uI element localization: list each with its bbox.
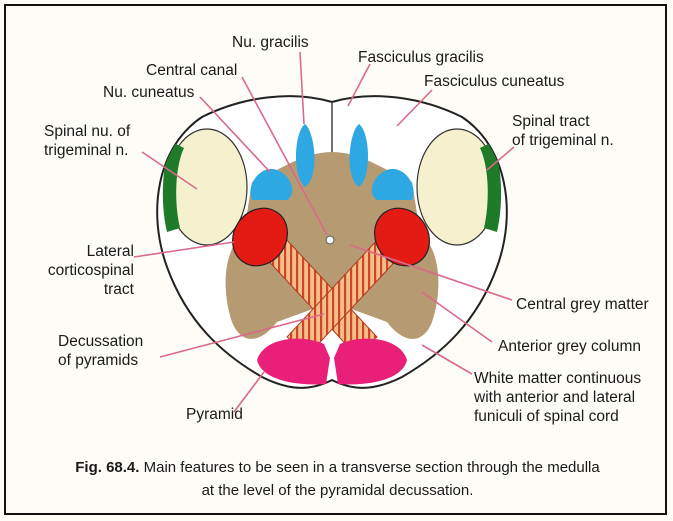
central-canal xyxy=(326,236,334,244)
label-central-grey-matter: Central grey matter xyxy=(516,295,649,314)
label-decussation-of-pyramids: Decussation of pyramids xyxy=(58,332,143,370)
label-lateral-corticospinal-tract: Lateral corticospinal tract xyxy=(46,242,134,299)
figure-caption: Fig. 68.4. Main features to be seen in a… xyxy=(6,456,669,502)
figure-frame: Nu. gracilis Fasciculus gracilis Central… xyxy=(4,4,667,515)
label-lateral-cst-line3: tract xyxy=(46,280,134,299)
label-lateral-cst-line2: corticospinal xyxy=(46,261,134,280)
label-spinal-nucleus-line2: trigeminal n. xyxy=(44,141,130,160)
label-white-matter-line2: with anterior and lateral xyxy=(474,388,641,407)
label-white-matter-line3: funiculi of spinal cord xyxy=(474,407,641,426)
label-lateral-cst-line1: Lateral xyxy=(46,242,134,261)
label-spinal-nucleus-trigeminal: Spinal nu. of trigeminal n. xyxy=(44,122,130,160)
caption-line1: Fig. 68.4. Main features to be seen in a… xyxy=(6,456,669,479)
label-pyramid: Pyramid xyxy=(186,405,243,424)
label-spinal-tract-line2: of trigeminal n. xyxy=(512,131,614,150)
label-decussation-line2: of pyramids xyxy=(58,351,143,370)
label-nu-gracilis: Nu. gracilis xyxy=(232,33,309,52)
label-white-matter: White matter continuous with anterior an… xyxy=(474,369,641,426)
caption-fig-number: Fig. 68.4. xyxy=(75,459,139,476)
label-spinal-tract-line1: Spinal tract xyxy=(512,112,614,131)
label-white-matter-line1: White matter continuous xyxy=(474,369,641,388)
label-fasciculus-gracilis: Fasciculus gracilis xyxy=(358,48,484,67)
label-anterior-grey-column: Anterior grey column xyxy=(498,337,641,356)
label-decussation-line1: Decussation xyxy=(58,332,143,351)
caption-line2: at the level of the pyramidal decussatio… xyxy=(6,479,669,502)
caption-line1-text: Main features to be seen in a transverse… xyxy=(139,459,599,476)
label-nu-cuneatus: Nu. cuneatus xyxy=(103,83,194,102)
label-fasciculus-cuneatus: Fasciculus cuneatus xyxy=(424,72,564,91)
label-central-canal: Central canal xyxy=(146,61,237,80)
label-spinal-tract-trigeminal: Spinal tract of trigeminal n. xyxy=(512,112,614,150)
label-spinal-nucleus-line1: Spinal nu. of xyxy=(44,122,130,141)
